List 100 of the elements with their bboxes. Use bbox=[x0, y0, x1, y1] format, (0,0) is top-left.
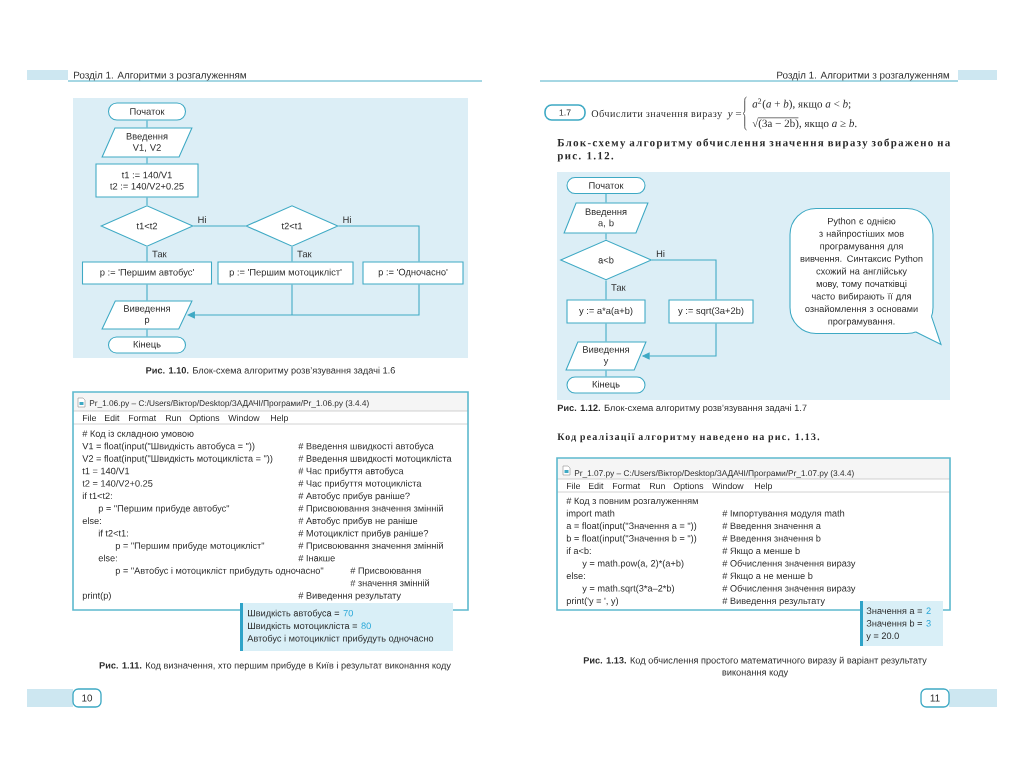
paragraph: Блок-схему алгоритму обчислення значення виразу зображено на рис. 1.12. bbox=[557, 138, 951, 162]
edge-label: Так bbox=[151, 250, 168, 259]
code-comment: # Присвоювання значення змінній bbox=[298, 504, 443, 514]
code-comment: # Введення швидкості мотоцикліста bbox=[298, 455, 452, 464]
output-line: Швидкість мотоцикліста = bbox=[248, 622, 358, 631]
window-title: Pr_1.07.py – C:/Users/Віктор/Desktop/ЗАДАЧІ/Програми/Pr_1.07.py (3.4.4) bbox=[574, 470, 854, 478]
output-line: Значення b = bbox=[866, 619, 922, 627]
figure-caption: Рис. 1.12. Блок-схема алгоритму розв’язування задачі 1.7 bbox=[557, 404, 807, 413]
page-number: 10 bbox=[72, 688, 102, 708]
code-line: p = "Автобус і мотоцикліст прибудуть одночасно" bbox=[115, 567, 324, 576]
code-line: else: bbox=[566, 572, 585, 580]
code-comment: # Автобус прибув не раніше bbox=[298, 517, 418, 526]
connector bbox=[146, 329, 148, 337]
edge-label: Ні bbox=[196, 215, 208, 224]
process-box: y := sqrt(3a+2b) bbox=[668, 299, 754, 324]
code-line: # Код з повним розгалуженням bbox=[566, 497, 698, 506]
code-comment: # Введення значення a bbox=[722, 522, 821, 531]
formula: y = bbox=[726, 111, 742, 120]
code-comment: # Присвоювання значення змінній bbox=[298, 542, 443, 551]
menu-item: Window bbox=[712, 482, 744, 490]
connector bbox=[291, 284, 420, 316]
code-comment: # Час прибуття автобуса bbox=[298, 467, 404, 477]
speech-bubble: Python є однією з найпростіших мов програмування для вивчення. Синтаксис Python схожий на англійську мову, тому початківці часто вибирають її для ознайомлення з основами програмування. bbox=[789, 207, 942, 346]
window-title: Pr_1.06.py – C:/Users/Віктор/Desktop/ЗАДАЧІ/Програми/Pr_1.06.py (3.4.4) bbox=[89, 400, 369, 408]
code-line: y = math.pow(a, 2)*(a+b) bbox=[582, 559, 684, 569]
connector bbox=[146, 284, 148, 301]
menu-item: Help bbox=[755, 482, 772, 491]
menu-item: Window bbox=[228, 414, 260, 422]
connector bbox=[193, 225, 246, 227]
running-header: Розділ 1. Алгоритми з розгалуженням bbox=[777, 71, 950, 81]
code-comment: # Мотоцикліст прибув раніше? bbox=[298, 529, 429, 539]
code-line: V2 = float(input("Швидкість мотоцикліста = ")) bbox=[82, 455, 273, 464]
process-box: p := 'Першим автобус' bbox=[81, 261, 213, 285]
terminal-box: Початок bbox=[566, 176, 646, 195]
figure-caption: Рис. 1.10. Блок-схема алгоритму розв’язування задачі 1.6 bbox=[146, 366, 395, 376]
menu-item: Edit bbox=[105, 414, 120, 422]
edge-label: Ні bbox=[655, 249, 666, 258]
connector bbox=[605, 323, 607, 342]
code-comment: # Виведення результату bbox=[722, 597, 825, 606]
process-box: t1 := 140/V1 t2 := 140/V2+0.25 bbox=[95, 163, 199, 198]
code-line: if t2<t1: bbox=[98, 529, 128, 537]
running-header: Розділ 1. Алгоритми з розгалуженням bbox=[74, 71, 246, 81]
connector bbox=[146, 246, 148, 262]
task-number: 1.7 bbox=[544, 104, 586, 121]
formula: a$^{2}$(a + b), якщо a < b; bbox=[752, 98, 851, 110]
code-line: a = float(input("Значення a = ")) bbox=[566, 522, 697, 531]
connector bbox=[291, 246, 293, 262]
terminal-box: Кінець bbox=[566, 376, 646, 394]
code-comment: # Обчислення значення виразу bbox=[722, 584, 856, 594]
code-comment: # Якщо a менше b bbox=[722, 547, 800, 556]
figure-caption: Рис. 1.11. Код визначення, хто першим прибуде в Київ і результат виконання коду bbox=[99, 661, 451, 671]
output-value: 3 bbox=[926, 620, 931, 627]
output-value: 2 bbox=[926, 607, 931, 614]
body-text: Обчислити значення виразу bbox=[591, 109, 723, 120]
code-comment: # Введення швидкості автобуса bbox=[298, 442, 434, 452]
connector bbox=[146, 120, 148, 128]
code-comment: # Якщо a не менше b bbox=[722, 572, 813, 581]
menu-item: Format bbox=[613, 482, 641, 490]
connector bbox=[605, 280, 607, 300]
code-line: p = "Першим прибуде автобус" bbox=[98, 504, 230, 514]
output-value: 70 bbox=[343, 609, 353, 617]
connector bbox=[605, 233, 607, 240]
edge-label: Так bbox=[610, 283, 627, 292]
code-comment: # Час прибуття мотоцикліста bbox=[298, 479, 422, 489]
code-line: if a<b: bbox=[566, 547, 591, 555]
connector bbox=[291, 284, 293, 316]
code-comment: # Інакше bbox=[298, 554, 335, 562]
body-text: Код реалізації алгоритму наведено на рис. 1.13. bbox=[557, 433, 820, 443]
code-comment: # Імпортування модуля math bbox=[722, 509, 845, 519]
output-value: 80 bbox=[361, 622, 371, 630]
code-line: p = "Першим прибуде мотоцикліст" bbox=[115, 542, 265, 551]
menu-item: Run bbox=[166, 414, 181, 422]
code-line: print(p) bbox=[82, 592, 111, 601]
code-line: print('y = ', y) bbox=[566, 597, 619, 606]
output-line: y = 20.0 bbox=[866, 632, 899, 641]
process-box: y := a*a(a+b) bbox=[566, 299, 646, 324]
code-line: y = math.sqrt(3*a–2*b) bbox=[582, 584, 674, 594]
process-box: p := 'Одночасно' bbox=[362, 261, 464, 285]
edge-label: Ні bbox=[341, 215, 353, 224]
menu-item: Format bbox=[129, 414, 157, 422]
terminal-box: Кінець bbox=[107, 336, 187, 354]
output-line: Значення a = bbox=[866, 607, 922, 615]
code-comment: # Присвоювання bbox=[350, 567, 421, 576]
code-comment: # Виведення результату bbox=[298, 592, 401, 601]
menu-item: Help bbox=[271, 414, 288, 423]
edge-label: Так bbox=[296, 250, 313, 259]
code-line: V1 = float(input("Швидкість автобуса = ")) bbox=[82, 442, 255, 452]
connector bbox=[146, 197, 148, 206]
code-line: if t1<t2: bbox=[82, 492, 112, 500]
output-line: Швидкість автобуса = bbox=[248, 609, 340, 619]
code-line: import math bbox=[566, 509, 615, 519]
code-line: t2 = 140/V2+0.25 bbox=[82, 479, 153, 487]
code-line: # Код із складною умовою bbox=[82, 430, 194, 439]
connector bbox=[338, 225, 420, 262]
code-comment: # Введення значення b bbox=[722, 534, 821, 544]
menu-item: File bbox=[567, 482, 581, 490]
formula: √(3a − 2b), якщо a ≥ b. bbox=[752, 118, 857, 130]
output-line: Автобус і мотоцикліст прибудуть одночасно bbox=[247, 634, 434, 644]
menu-item: Options bbox=[673, 482, 704, 491]
connector bbox=[605, 193, 607, 203]
